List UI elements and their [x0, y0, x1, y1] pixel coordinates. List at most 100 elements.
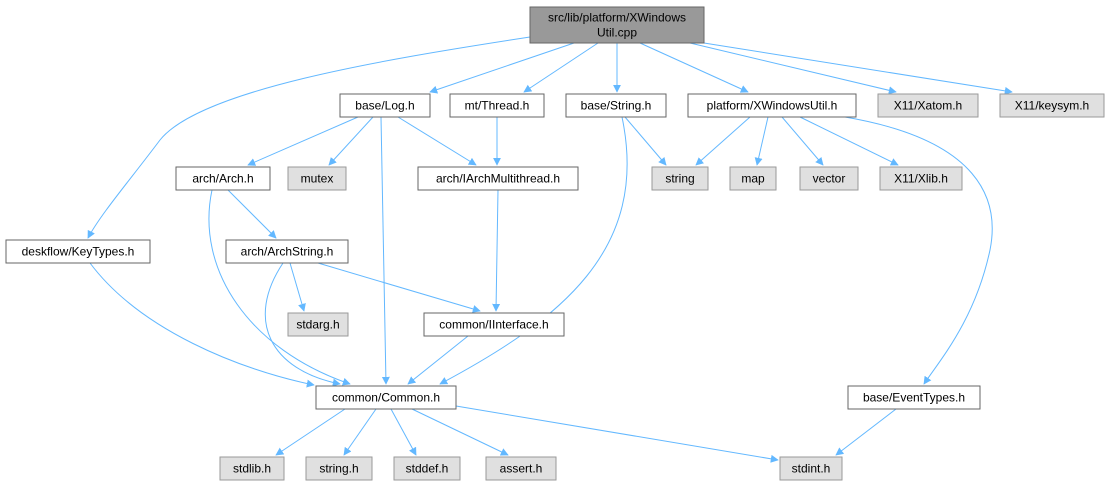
node-label: Util.cpp — [597, 26, 637, 40]
node-xlib: X11/Xlib.h — [879, 166, 963, 191]
node-eventtypes[interactable]: base/EventTypes.h — [847, 385, 981, 410]
edge-root-to-log — [429, 42, 575, 94]
edge-root-to-xatom — [689, 42, 897, 95]
node-box — [449, 93, 545, 118]
node-xwu[interactable]: platform/XWindowsUtil.h — [687, 93, 857, 118]
node-stdint: stdint.h — [779, 456, 843, 481]
edge-xwu-to-xlib — [799, 116, 899, 166]
node-box — [287, 166, 347, 191]
edge-archstring-to-iinterface — [317, 262, 481, 313]
edge-common-to-stringh — [343, 408, 377, 456]
node-string_h[interactable]: base/String.h — [565, 93, 667, 118]
edge-log-to-common — [380, 116, 390, 385]
node-label: string — [665, 172, 694, 186]
edge-archstring-to-stdarg — [289, 262, 306, 312]
node-box — [651, 166, 709, 191]
edge-string_h-to-common — [439, 116, 628, 385]
node-thread[interactable]: mt/Thread.h — [449, 93, 545, 118]
node-box — [877, 93, 979, 118]
node-box — [339, 93, 431, 118]
node-string: string — [651, 166, 709, 191]
node-stdarg: stdarg.h — [287, 312, 349, 337]
node-stringh: string.h — [305, 456, 373, 481]
node-box — [779, 456, 843, 481]
node-assert: assert.h — [485, 456, 557, 481]
node-label: base/EventTypes.h — [863, 391, 965, 405]
node-label: arch/IArchMultithread.h — [436, 172, 560, 186]
node-stdlib: stdlib.h — [219, 456, 285, 481]
node-iamt[interactable]: arch/IArchMultithread.h — [417, 166, 579, 191]
edge-root-to-xwu — [639, 42, 749, 93]
edge-iinterface-to-common — [407, 335, 469, 385]
node-label: string.h — [319, 462, 358, 476]
node-box — [999, 93, 1105, 118]
node-box — [225, 239, 349, 264]
nodes: src/lib/platform/XWindowsUtil.cpp base/Lo… — [5, 6, 1105, 481]
node-box — [529, 6, 705, 44]
node-box — [175, 166, 271, 191]
node-box — [305, 456, 373, 481]
node-log[interactable]: base/Log.h — [339, 93, 431, 118]
edge-xwu-to-string — [695, 116, 751, 166]
node-label: deskflow/KeyTypes.h — [22, 245, 135, 259]
node-vector: vector — [799, 166, 859, 191]
edge-keytypes-to-common — [89, 262, 315, 388]
edge-log-to-iamt — [397, 116, 477, 166]
node-label: X11/Xatom.h — [894, 99, 962, 113]
edge-xwu-to-vector — [781, 116, 824, 166]
edge-arch-to-archstring — [227, 189, 277, 239]
node-label: base/Log.h — [355, 99, 414, 113]
node-box — [485, 456, 557, 481]
node-label: mt/Thread.h — [465, 99, 530, 113]
node-label: platform/XWindowsUtil.h — [707, 99, 838, 113]
edge-root-to-thread — [523, 42, 599, 93]
node-box — [5, 239, 151, 264]
edge-arch-to-common — [208, 189, 351, 386]
node-archstring[interactable]: arch/ArchString.h — [225, 239, 349, 264]
edge-common-to-assert — [411, 408, 509, 456]
node-box — [847, 385, 981, 410]
node-keytypes[interactable]: deskflow/KeyTypes.h — [5, 239, 151, 264]
node-box — [799, 166, 859, 191]
node-common[interactable]: common/Common.h — [315, 385, 457, 410]
node-box — [393, 456, 461, 481]
node-box — [879, 166, 963, 191]
edge-eventtypes-to-stdint — [835, 408, 897, 456]
node-box — [219, 456, 285, 481]
edge-root-to-keytypes — [87, 36, 531, 239]
edge-iamt-to-iinterface — [492, 189, 501, 312]
node-keysym: X11/keysym.h — [999, 93, 1105, 118]
edge-log-to-arch — [247, 116, 359, 166]
node-xatom: X11/Xatom.h — [877, 93, 979, 118]
edge-string_h-to-string — [624, 116, 667, 166]
node-label: base/String.h — [581, 99, 652, 113]
edge-xwu-to-map — [754, 116, 769, 166]
edge-common-to-stdint — [455, 405, 779, 463]
edge-archstring-to-common — [264, 262, 341, 387]
node-box — [687, 93, 857, 118]
edge-log-to-mutex — [328, 116, 374, 166]
node-root[interactable]: src/lib/platform/XWindowsUtil.cpp — [529, 6, 705, 44]
node-box — [287, 312, 349, 337]
node-box — [417, 166, 579, 191]
edge-common-to-stdlib — [275, 408, 346, 456]
node-iinterface[interactable]: common/IInterface.h — [423, 312, 565, 337]
node-label: X11/Xlib.h — [894, 172, 948, 186]
edge-root-to-keysym — [703, 42, 1013, 95]
node-box — [729, 166, 777, 191]
node-arch[interactable]: arch/Arch.h — [175, 166, 271, 191]
node-label: X11/keysym.h — [1015, 99, 1089, 113]
node-label: stddef.h — [406, 462, 449, 476]
node-label: stdint.h — [792, 462, 831, 476]
node-label: assert.h — [500, 462, 543, 476]
node-label: vector — [813, 172, 846, 186]
edge-common-to-stddef — [390, 408, 417, 456]
node-box — [315, 385, 457, 410]
node-label: stdarg.h — [296, 318, 339, 332]
node-label: common/Common.h — [332, 391, 440, 405]
node-label: mutex — [301, 172, 334, 186]
node-box — [423, 312, 565, 337]
edges — [87, 36, 1013, 463]
node-label: arch/Arch.h — [192, 172, 253, 186]
